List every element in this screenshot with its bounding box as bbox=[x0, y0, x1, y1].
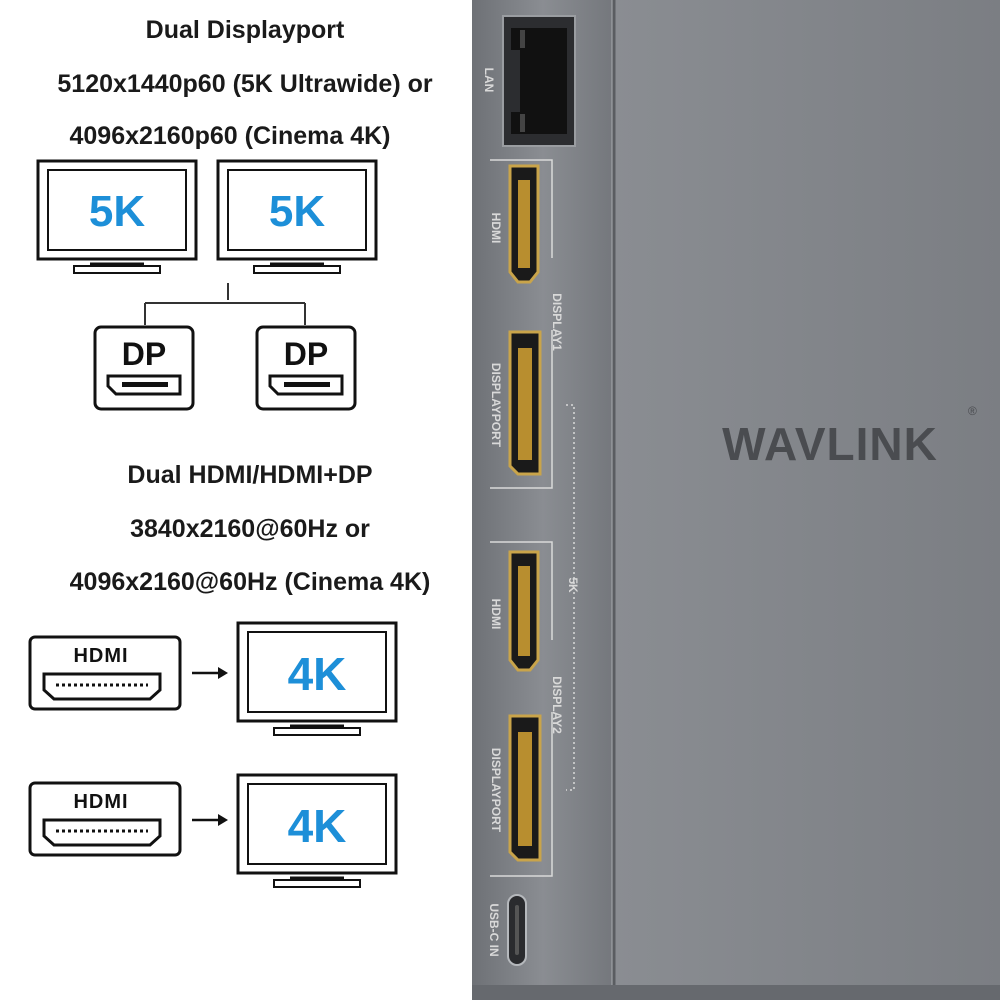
usbc-port: USB-C IN bbox=[487, 894, 527, 966]
displayport1-label: DISPLAYPORT bbox=[489, 363, 503, 448]
displayport-port-2: DISPLAYPORT bbox=[489, 714, 542, 862]
dp-connector-left: DP bbox=[93, 325, 195, 411]
section2-line1: 3840x2160@60Hz or bbox=[130, 515, 370, 543]
hdmi-port-2: HDMI bbox=[489, 550, 540, 672]
hdmi-connector-bottom: HDMI bbox=[28, 781, 182, 857]
hdmi-label-2: HDMI bbox=[73, 791, 128, 813]
fivek-label: 5K bbox=[566, 577, 580, 593]
lan-label: LAN bbox=[482, 68, 496, 93]
monitor-5k-left: 5K bbox=[36, 159, 198, 274]
registered-mark: ® bbox=[968, 404, 977, 418]
hdmi-connector-top: HDMI bbox=[28, 635, 182, 711]
connector-lines bbox=[144, 283, 306, 325]
usbc-label: USB-C IN bbox=[487, 903, 501, 956]
display2-label: DISPLAY2 bbox=[550, 676, 564, 734]
section1-line1: 5120x1440p60 (5K Ultrawide) or bbox=[57, 70, 433, 98]
dp-label-1: DP bbox=[122, 336, 166, 372]
hdmi1-label: HDMI bbox=[489, 213, 503, 244]
display1-label: DISPLAY1 bbox=[550, 293, 564, 351]
monitor-label-4k-2: 4K bbox=[288, 800, 347, 852]
monitor-label-4k-1: 4K bbox=[288, 648, 347, 700]
monitor-label-5k-1: 5K bbox=[89, 187, 145, 236]
hdmi-label-1: HDMI bbox=[73, 645, 128, 667]
displayport-port-1: DISPLAYPORT bbox=[489, 330, 542, 476]
arrow-top bbox=[192, 667, 228, 679]
monitor-label-5k-2: 5K bbox=[269, 187, 325, 236]
monitor-4k-top: 4K bbox=[236, 621, 398, 736]
hdmi-port-1: HDMI bbox=[489, 164, 540, 284]
hdmi2-label: HDMI bbox=[489, 599, 503, 630]
displayport2-label: DISPLAYPORT bbox=[489, 748, 503, 833]
dp-label-2: DP bbox=[284, 336, 328, 372]
section2-line2: 4096x2160@60Hz (Cinema 4K) bbox=[69, 568, 431, 596]
monitor-5k-right: 5K bbox=[216, 159, 378, 274]
section1-title: Dual Displayport bbox=[145, 16, 345, 44]
monitor-4k-bottom: 4K bbox=[236, 773, 398, 888]
dock-device: LAN HDMI DISPLAY1 DISPLAYPORT 5K HDMI DI… bbox=[472, 0, 1000, 1000]
lan-port: LAN bbox=[482, 15, 576, 147]
section2-title: Dual HDMI/HDMI+DP bbox=[127, 461, 373, 489]
section1-line2: 4096x2160p60 (Cinema 4K) bbox=[69, 122, 391, 150]
arrow-bottom bbox=[192, 814, 228, 826]
brand-logo: WAVLINK bbox=[722, 418, 938, 470]
dp-connector-right: DP bbox=[255, 325, 357, 411]
